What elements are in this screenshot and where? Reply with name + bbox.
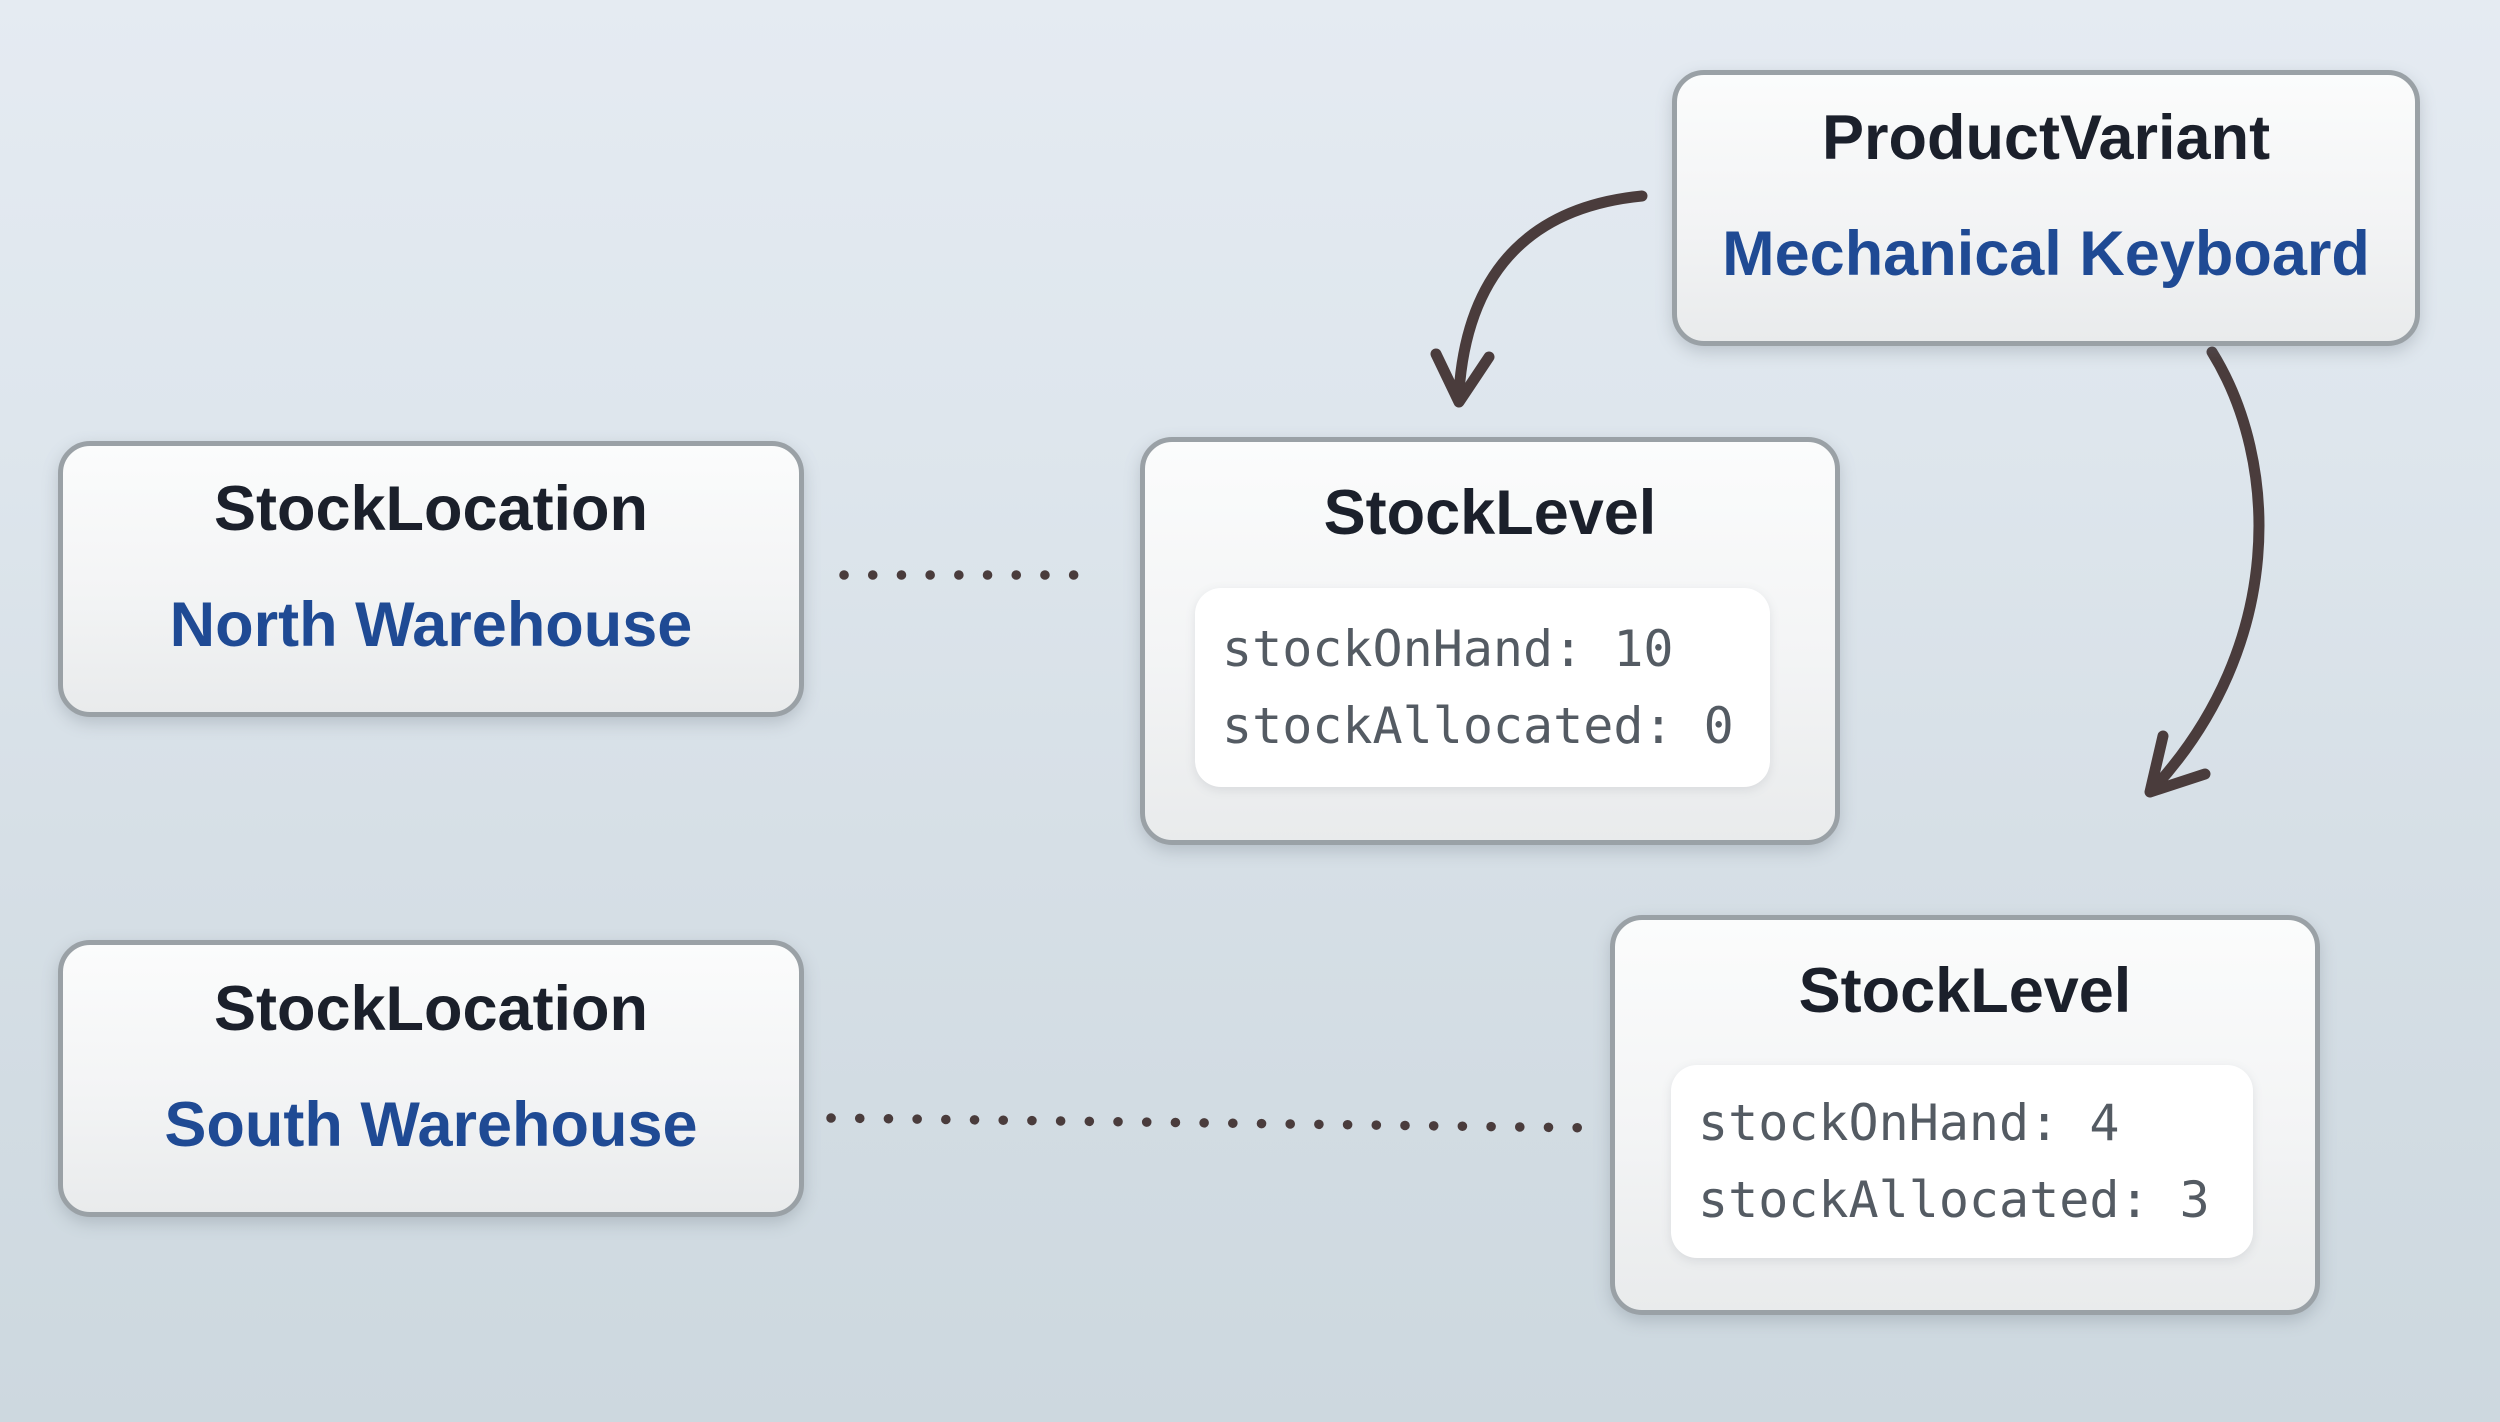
stock-level-north-field-card: stockOnHand: 10 stockAllocated: 0 bbox=[1195, 588, 1770, 787]
stock-level-south-field-card: stockOnHand: 4 stockAllocated: 3 bbox=[1671, 1065, 2253, 1258]
product-variant-type-label: ProductVariant bbox=[1821, 103, 2271, 173]
product-variant-name: Mechanical Keyboard bbox=[1722, 219, 2370, 289]
arrowhead-stocklevel-south-icon bbox=[2144, 730, 2211, 798]
stock-on-hand-line: stockOnHand: 4 bbox=[1698, 1093, 2120, 1152]
arrowhead-stocklevel-north-icon bbox=[1430, 348, 1495, 408]
stock-allocated-line: stockAllocated: 0 bbox=[1222, 696, 1734, 755]
stock-level-north-type-label: StockLevel bbox=[1323, 478, 1657, 548]
stock-allocated-line: stockAllocated: 3 bbox=[1698, 1170, 2210, 1229]
stock-location-south-type-label: StockLocation bbox=[213, 973, 649, 1044]
stock-location-north-name: North Warehouse bbox=[169, 590, 693, 660]
stock-location-south-name: South Warehouse bbox=[164, 1089, 698, 1160]
arrow-productvariant-to-stocklevel-north bbox=[1453, 190, 1648, 398]
stock-location-south-box: StockLocation South Warehouse bbox=[58, 940, 804, 1217]
stock-level-north-box: StockLevel stockOnHand: 10 stockAllocate… bbox=[1140, 437, 1840, 845]
stock-level-south-type-label: StockLevel bbox=[1798, 956, 2132, 1026]
arrow-productvariant-to-stocklevel-south bbox=[2148, 346, 2265, 794]
product-variant-box: ProductVariant Mechanical Keyboard bbox=[1672, 70, 2420, 346]
stock-location-north-box: StockLocation North Warehouse bbox=[58, 441, 804, 717]
stock-level-south-box: StockLevel stockOnHand: 4 stockAllocated… bbox=[1610, 915, 2320, 1315]
stock-location-north-type-label: StockLocation bbox=[213, 474, 649, 544]
dotted-link-south bbox=[826, 1113, 1606, 1133]
stock-on-hand-line: stockOnHand: 10 bbox=[1222, 619, 1674, 678]
